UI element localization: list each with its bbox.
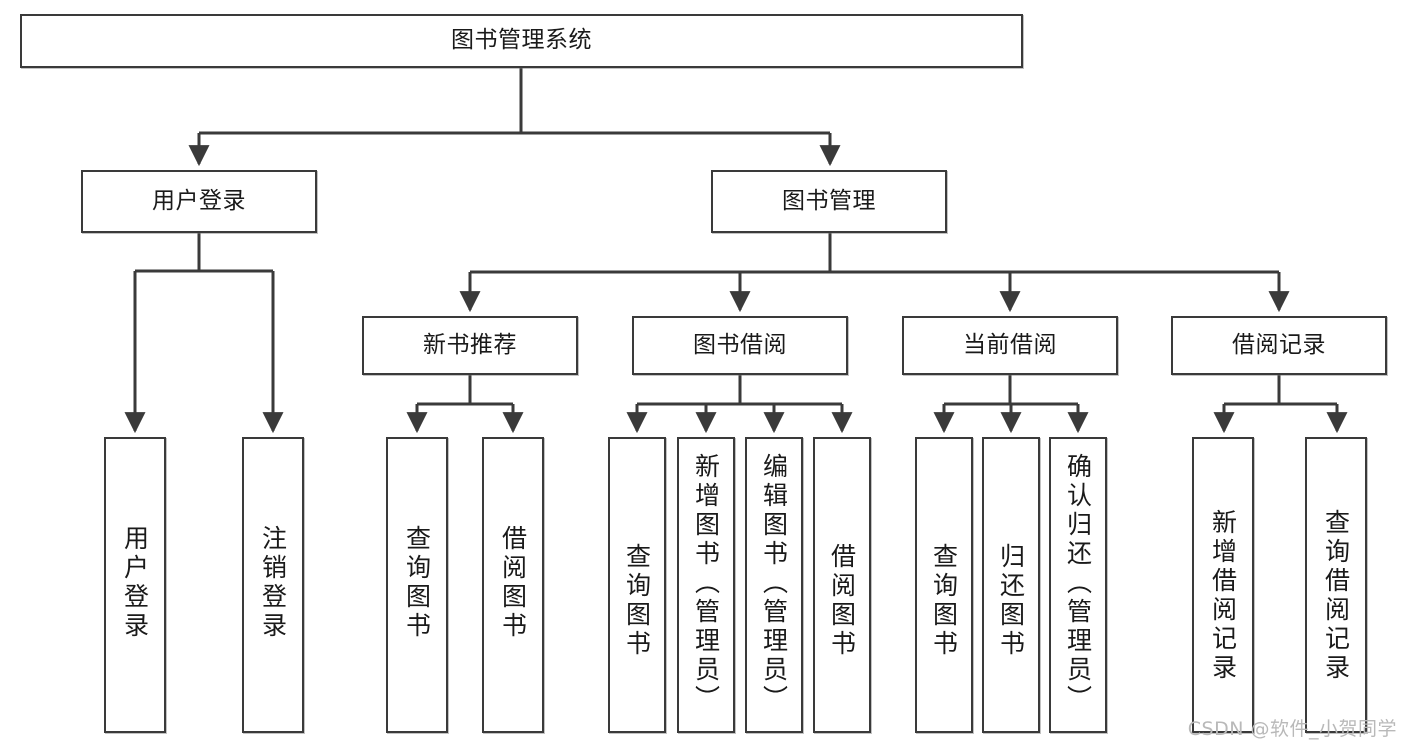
node-new-book-rec[interactable]: 新书推荐	[362, 316, 578, 375]
node-user-login[interactable]: 用户登录	[81, 170, 317, 233]
node-leaf-query-book-2[interactable]: 查询图书	[608, 437, 666, 733]
node-root[interactable]: 图书管理系统	[20, 14, 1023, 68]
node-book-borrow[interactable]: 图书借阅	[632, 316, 848, 375]
node-leaf-edit-book[interactable]: 编辑图书（管理员）	[745, 437, 803, 733]
node-root-label: 图书管理系统	[451, 27, 592, 54]
node-leaf-borrow-book-2[interactable]: 借阅图书	[813, 437, 871, 733]
node-leaf-query-book-2-label: 查询图书	[622, 543, 652, 659]
node-leaf-edit-book-label: 编辑图书（管理员）	[759, 453, 789, 714]
node-leaf-confirm-return[interactable]: 确认归还（管理员）	[1049, 437, 1107, 733]
node-leaf-borrow-book-1[interactable]: 借阅图书	[482, 437, 544, 733]
node-book-borrow-label: 图书借阅	[693, 331, 787, 358]
node-current-borrow-label: 当前借阅	[963, 331, 1057, 358]
node-leaf-return-book[interactable]: 归还图书	[982, 437, 1040, 733]
node-leaf-user-login-label: 用户登录	[120, 525, 150, 641]
node-leaf-query-book-3-label: 查询图书	[929, 543, 959, 659]
node-leaf-query-book-1-label: 查询图书	[402, 525, 432, 641]
node-leaf-add-record-label: 新增借阅记录	[1208, 509, 1238, 683]
node-leaf-logout-label: 注销登录	[258, 525, 288, 641]
node-leaf-borrow-book-2-label: 借阅图书	[827, 543, 857, 659]
node-leaf-add-record[interactable]: 新增借阅记录	[1192, 437, 1254, 733]
node-leaf-query-record[interactable]: 查询借阅记录	[1305, 437, 1367, 733]
node-new-book-rec-label: 新书推荐	[423, 331, 517, 358]
node-book-manage[interactable]: 图书管理	[711, 170, 947, 233]
node-user-login-label: 用户登录	[152, 187, 246, 214]
node-leaf-confirm-return-label: 确认归还（管理员）	[1063, 453, 1093, 714]
node-book-manage-label: 图书管理	[782, 187, 876, 214]
node-leaf-return-book-label: 归还图书	[996, 543, 1026, 659]
node-current-borrow[interactable]: 当前借阅	[902, 316, 1118, 375]
node-leaf-logout[interactable]: 注销登录	[242, 437, 304, 733]
node-leaf-borrow-book-1-label: 借阅图书	[498, 525, 528, 641]
node-leaf-user-login[interactable]: 用户登录	[104, 437, 166, 733]
node-borrow-record-label: 借阅记录	[1232, 331, 1326, 358]
node-leaf-add-book[interactable]: 新增图书（管理员）	[677, 437, 735, 733]
node-borrow-record[interactable]: 借阅记录	[1171, 316, 1387, 375]
node-leaf-query-book-3[interactable]: 查询图书	[915, 437, 973, 733]
node-leaf-query-book-1[interactable]: 查询图书	[386, 437, 448, 733]
node-leaf-add-book-label: 新增图书（管理员）	[691, 453, 721, 714]
node-leaf-query-record-label: 查询借阅记录	[1321, 509, 1351, 683]
